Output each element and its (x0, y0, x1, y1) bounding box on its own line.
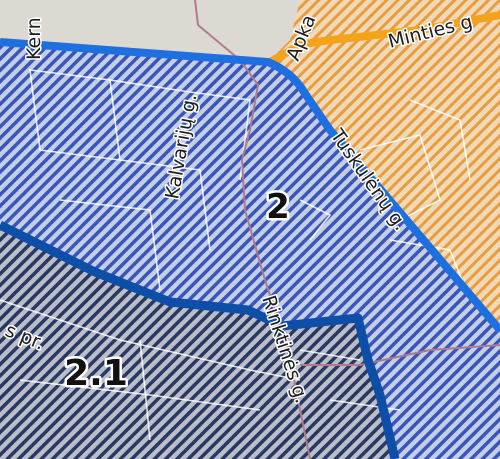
zone-2-area[interactable] (0, 40, 500, 459)
street-label-kern: Kern (23, 17, 45, 60)
zone-2-1-border (0, 220, 400, 459)
zone-orange-area[interactable] (268, 0, 500, 330)
zone-2-border (0, 38, 500, 333)
zone-label-2: 2 (266, 187, 290, 227)
zone-2-1-area[interactable] (0, 225, 395, 459)
zone-label-2-1: 2.1 (64, 353, 128, 394)
street-line-cross (300, 344, 500, 366)
street-line-minties (266, 11, 500, 66)
street-line-rinktines (194, 0, 311, 459)
